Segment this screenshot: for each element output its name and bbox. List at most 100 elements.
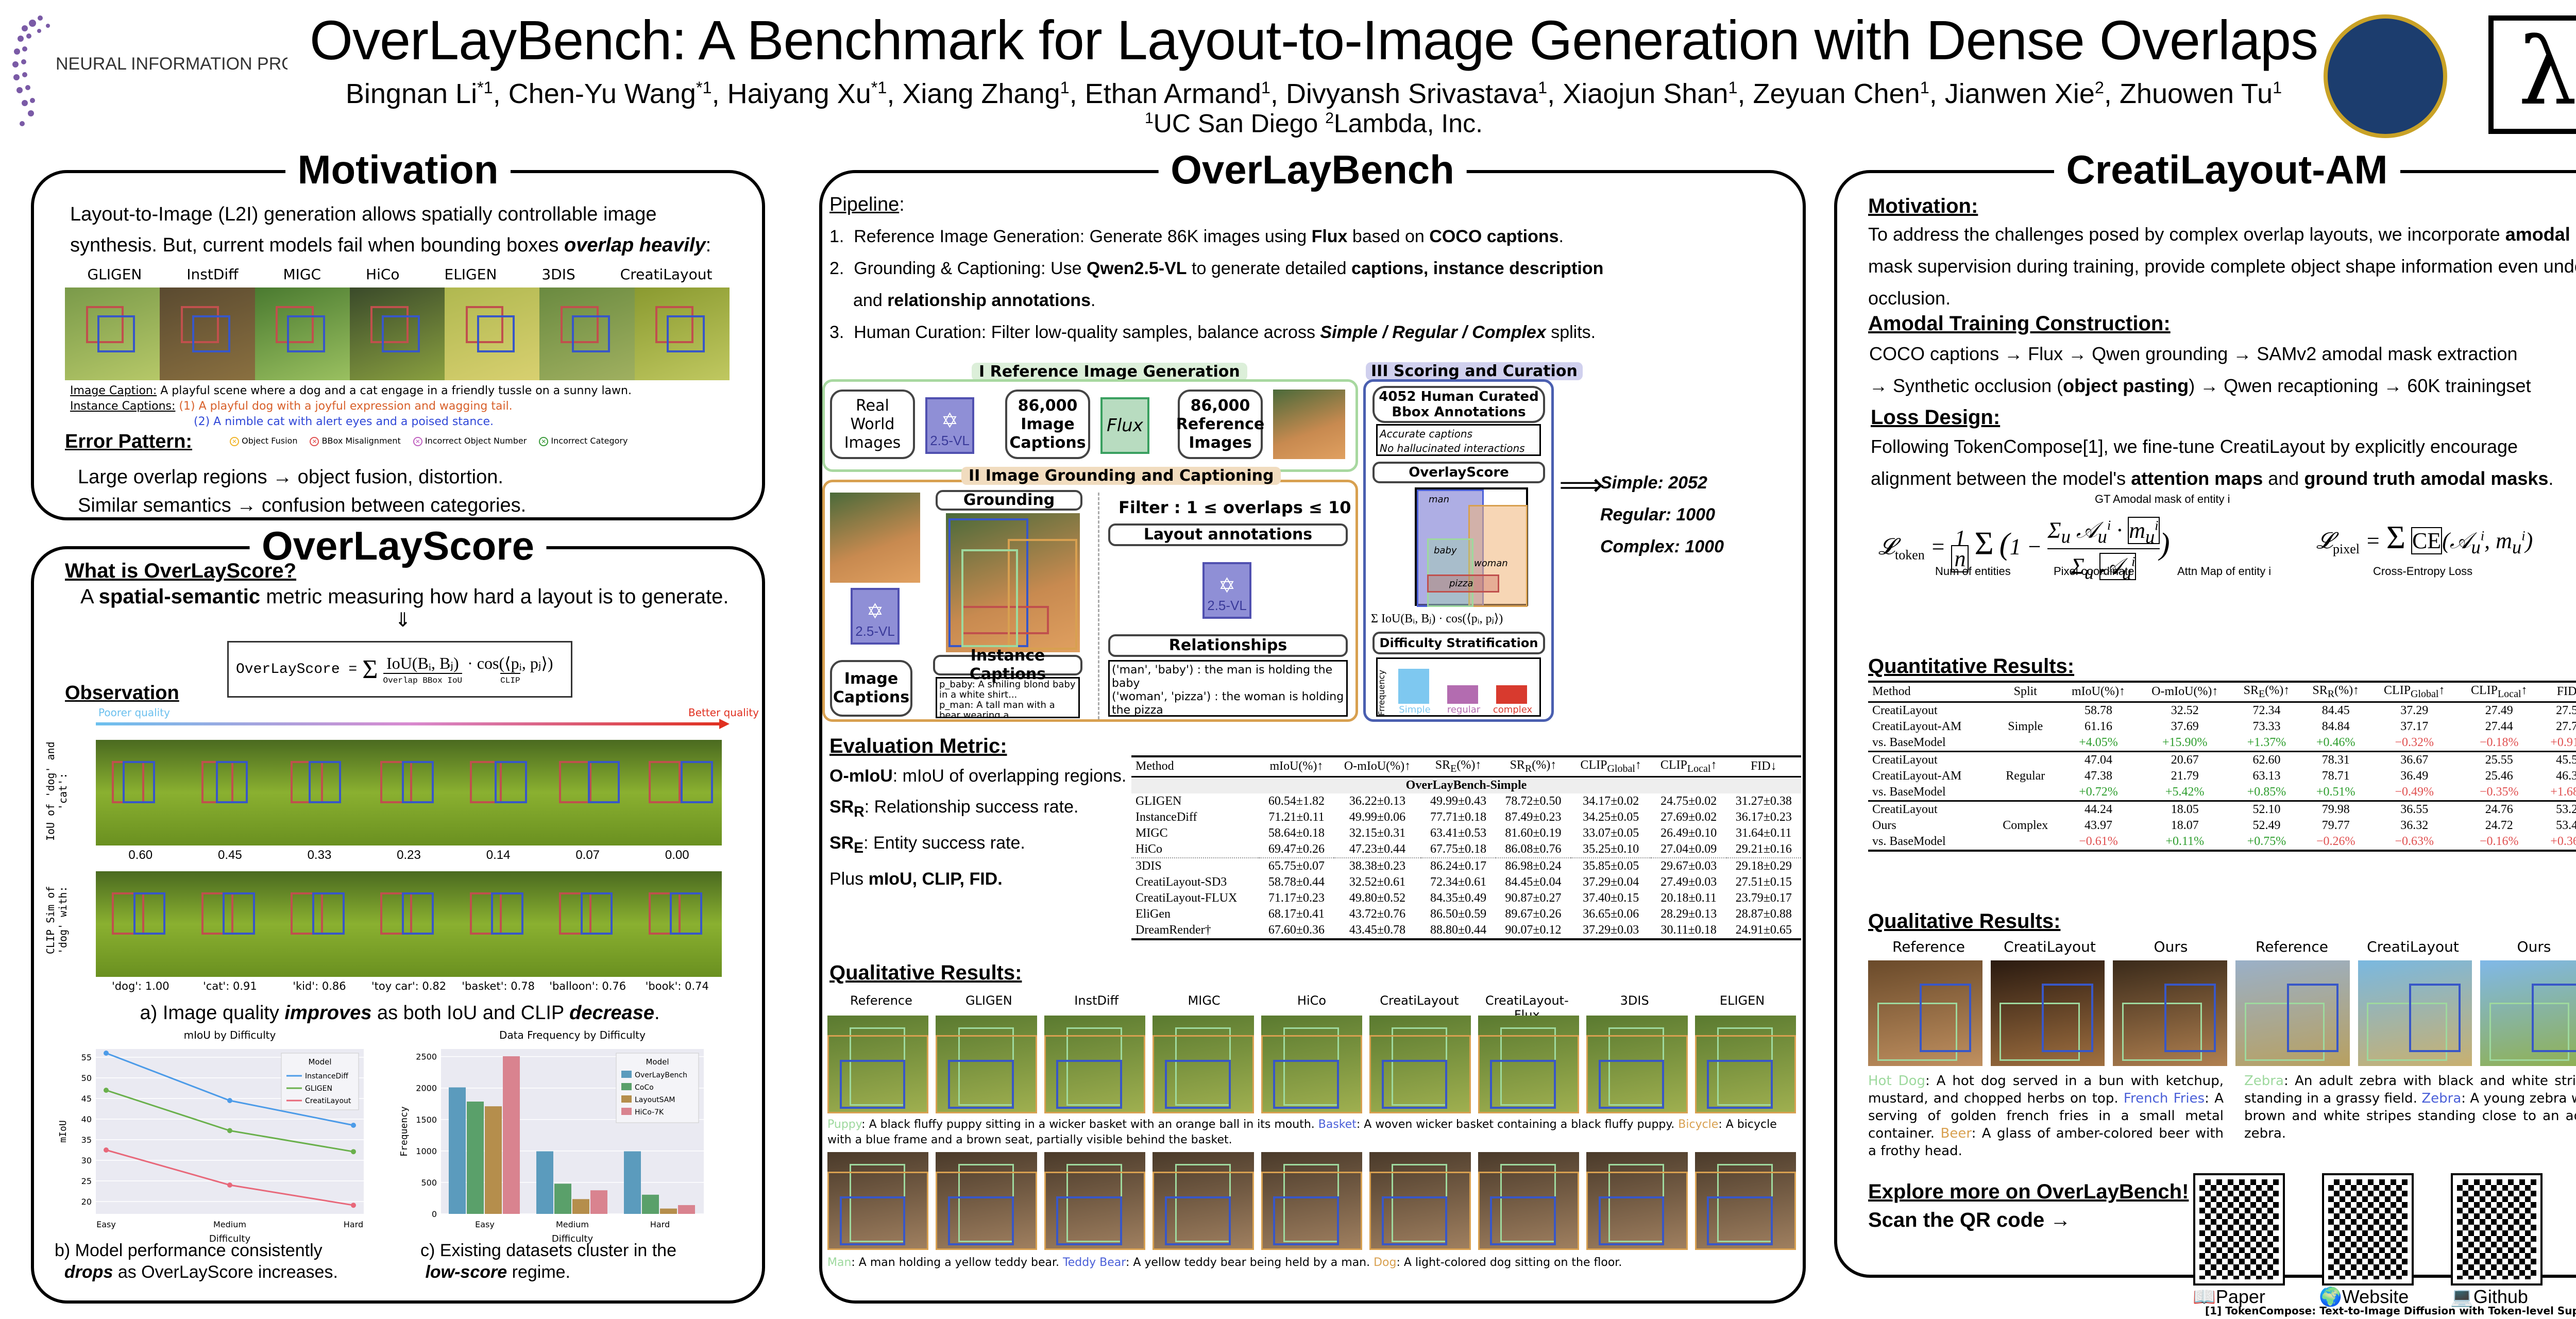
iou-value: 0.14 [486,848,511,862]
svg-text:Easy: Easy [96,1220,116,1229]
motivation-image-strip [65,288,730,380]
website-qr-code[interactable] [2322,1173,2414,1286]
overlayscore-label: OverlayScore [1372,462,1545,483]
clip-row-label: CLIP Sim of 'dog' with: [44,886,69,955]
svg-text:OverLayBench: OverLayBench [635,1071,687,1079]
svg-text:HiCo-7K: HiCo-7K [635,1108,664,1117]
motivation-bullet-2: Similar semantics → confusion between ca… [78,495,527,516]
stage-3-label: III Scoring and Curation [1366,362,1583,380]
observation-image [543,871,633,977]
model-label: InstDiff [187,266,239,283]
qualitative-image [1153,1016,1254,1113]
model-label: GLIGEN [87,266,142,283]
stage-2-label: II Image Grounding and Captioning [961,467,1281,485]
observation-heading: Observation [65,682,179,704]
x-circle-icon: ✕ [310,437,319,446]
qualitative-model-label: HiCo [1297,993,1327,1008]
cl-qualitative-heading: Qualitative Results: [1868,910,2061,933]
qualitative-image [1369,1152,1471,1250]
cl-qualitative-image [1990,960,2105,1066]
filter-text: Filter : 1 ≤ overlaps ≤ 10 [1118,498,1351,517]
qualitative-image [1044,1152,1146,1250]
observation-image [632,740,722,845]
svg-text:Frequency: Frequency [399,1106,410,1157]
layout-annotations-label: Layout annotations [1108,523,1348,546]
grounding-image [946,513,1080,652]
qualitative-model-label: MIGC [1188,993,1221,1008]
cl-model-label: CreatiLayout [2004,938,2096,955]
svg-text:Easy: Easy [475,1220,495,1229]
github-link[interactable]: 💻Github [2450,1286,2528,1307]
iou-row-label: IoU of 'dog' and 'cat': [44,741,69,841]
overlaybench-title: OverLayBench [1158,146,1467,193]
better-quality-label: Better quality [688,706,759,719]
observation-image [453,740,543,845]
caption-b: b) Model performance consistently drops … [55,1241,338,1282]
svg-text:2500: 2500 [416,1052,437,1062]
svg-text:30: 30 [81,1156,92,1165]
pipeline-steps: 1. Reference Image Generation: Generate … [829,227,1604,342]
neurips-logo: NEURAL INFORMATION PROCESSING SYSTEMS [9,8,463,131]
svg-text:CoCo: CoCo [635,1084,654,1092]
website-link[interactable]: 🌍Website [2319,1286,2409,1307]
svg-text:Hard: Hard [344,1220,363,1229]
github-qr-code[interactable] [2451,1173,2543,1286]
svg-text:mIoU by Difficulty: mIoU by Difficulty [184,1029,276,1041]
zebra-caption: Zebra: An adult zebra with black and whi… [2244,1073,2576,1141]
explore-heading: Explore more on OverLayBench! [1868,1180,2189,1203]
model-output-image [255,288,350,380]
paper-qr-code[interactable] [2193,1173,2285,1286]
overlaybench-panel: OverLayBench Pipeline: 1. Reference Imag… [819,146,1806,1304]
stratification-bar [1447,685,1478,704]
human-curated-box: 4052 Human Curated Bbox Annotations [1372,386,1545,423]
svg-text:Difficulty: Difficulty [209,1233,251,1244]
model-output-image [539,288,635,380]
creatilayout-title: CreatiLayout-AM [2054,146,2400,193]
quality-gradient-arrow [96,722,722,725]
author-list: Bingnan Li*1, Chen-Yu Wang*1, Haiyang Xu… [345,78,2282,109]
model-output-image [160,288,255,380]
difficulty-stratification-label: Difficulty Stratification [1372,632,1545,654]
clip-value: 'dog': 1.00 [112,980,170,992]
svg-text:Hard: Hard [650,1220,670,1229]
hotdog-caption: Hot Dog: A hot dog served in a bun with … [1868,1073,2224,1159]
poster-title: OverLayBench: A Benchmark for Layout-to-… [309,9,2318,71]
stage-1-label: I Reference Image Generation [972,363,1247,381]
model-output-image [349,288,445,380]
svg-text:500: 500 [421,1178,437,1188]
svg-text:Medium: Medium [213,1220,246,1229]
svg-text:mIoU: mIoU [58,1120,69,1142]
reference-images-86k-box: 86,000 Reference Images [1176,390,1264,459]
svg-text:Model: Model [308,1057,331,1067]
svg-text:InstanceDiff: InstanceDiff [305,1072,348,1080]
svg-text:NEURAL INFORMATION PROCESSING: NEURAL INFORMATION PROCESSING SYSTEMS [56,54,287,74]
motivation-title: Motivation [285,146,511,193]
x-circle-icon: ✕ [539,437,549,446]
clip-value: 'balloon': 0.76 [549,980,626,992]
qualitative-caption-2: Man: A man holding a yellow teddy bear. … [827,1256,1622,1269]
pipeline-heading: Pipeline [829,194,900,215]
svg-text:55: 55 [81,1053,92,1062]
globe-icon: 🌍 [2319,1286,2342,1307]
motivation-bullet-1: Large overlap regions → object fusion, d… [78,466,503,488]
qualitative-image [1369,1016,1471,1113]
paper-link[interactable]: 📖Paper [2193,1286,2265,1307]
cl-qualitative-images [1868,960,2576,1066]
svg-text:25: 25 [81,1176,92,1186]
motivation-captions: Image Caption: A playful scene where a d… [70,384,632,428]
svg-text:45: 45 [81,1094,92,1104]
svg-text:GLIGEN: GLIGEN [305,1085,332,1093]
cl-qualitative-image [1868,960,1982,1066]
